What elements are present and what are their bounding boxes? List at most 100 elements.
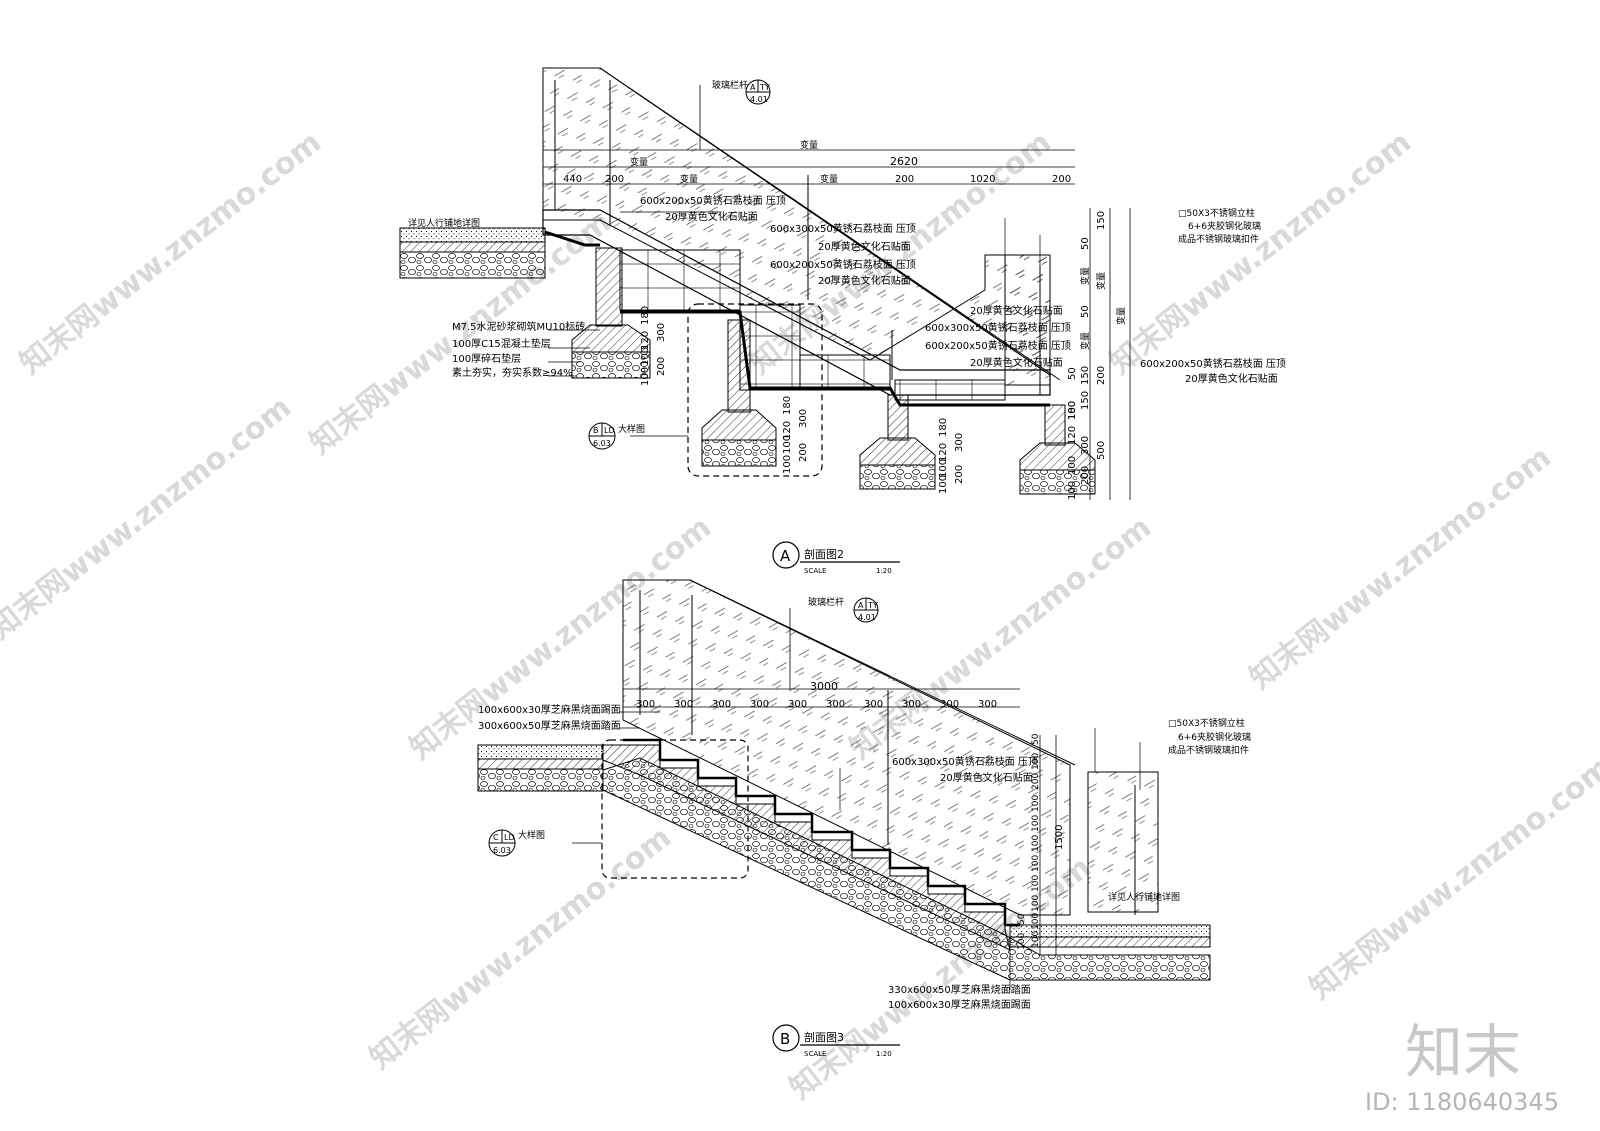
section-b-vertical-dim: 100: [1031, 913, 1041, 930]
section-b-right-callout: 成品不锈钢玻璃扣件: [1168, 744, 1249, 756]
section-a-scale-label: SCALE: [804, 567, 826, 575]
section-a-right-dim: 300: [1080, 436, 1091, 455]
section-b-labels: 玻璃栏杆 A TY 4.01 3000 300 300 300 300 300 …: [478, 596, 1251, 1058]
section-b-step-dim: 300: [750, 699, 769, 710]
section-a-right-label: 变量: [1115, 307, 1127, 325]
section-b-step-dim: 300: [636, 699, 655, 710]
section-a-callout: 20厚黄色文化石贴面: [665, 210, 758, 223]
section-a-right-dim: 150: [1096, 211, 1107, 230]
section-b-vertical-dim: 100: [1031, 753, 1041, 770]
section-a-row-dim: 440: [563, 174, 582, 185]
section-a-footing-dim: 100: [640, 367, 651, 386]
section-b-step-dim: 300: [902, 699, 921, 710]
section-a-right-dim: 180: [1067, 401, 1078, 420]
section-a-callout: 20厚黄色文化石贴面: [818, 240, 911, 253]
section-a-callout: 600x200x50黄锈石荔枝面 压顶: [640, 194, 786, 207]
section-b-vertical-dim: 100: [1031, 895, 1041, 912]
section-b-bottom-callout: 100x600x30厚芝麻黑烧面踢面: [888, 998, 1031, 1011]
section-b-right-glass: [1087, 771, 1159, 913]
section-b-concrete-body: [602, 744, 1011, 951]
section-a-footing-dim: 100: [640, 347, 651, 366]
section-a-callout-left: M7.5水泥砂浆砌筑MU10标砖: [452, 320, 585, 333]
watermark-text: 知末网www.znzmo.com: [13, 125, 328, 382]
section-a-overall-dim: 2620: [890, 155, 918, 168]
section-a-row-dim: 200: [605, 174, 624, 185]
section-b-title: 剖面图3: [804, 1030, 844, 1044]
section-a-title: 剖面图2: [804, 547, 844, 561]
section-b-railing-ref-ty: TY: [867, 601, 878, 610]
section-a-right-dim: 50: [1067, 367, 1078, 380]
section-a-callout-right: 成品不锈钢玻璃扣件: [1178, 233, 1259, 245]
section-a-variable-top: 变量: [800, 139, 818, 151]
section-b-step-dim: 300: [864, 699, 883, 710]
section-b-right-callout: □50X3不锈钢立柱: [1168, 717, 1245, 729]
section-a-right-label: 变量: [1095, 272, 1107, 290]
section-a-footing-dim: 300: [798, 409, 809, 428]
section-a-right-dim: 200: [1096, 366, 1107, 385]
section-a-footing-dim: 200: [656, 357, 667, 376]
brand-logo: 知末: [1405, 1018, 1521, 1086]
section-a-footing-dim: 180: [640, 306, 651, 325]
section-b-vertical-dim: 100: [1031, 931, 1041, 948]
section-a-labels: 玻璃栏杆 A TY 4.01 变量 2620 变量 440 200 变量 变量 …: [408, 79, 1286, 575]
section-a-footing-dim: 200: [798, 443, 809, 462]
section-b-scale-label: SCALE: [804, 1050, 826, 1058]
section-a-callout: 600x200x50黄锈石荔枝面 压顶: [770, 258, 916, 271]
section-a-callout: 20厚黄色文化石贴面: [818, 274, 911, 287]
section-a-footing-dim: 300: [954, 433, 965, 452]
section-a-variable-2: 变量: [630, 156, 648, 168]
watermark-text: 知末网www.znzmo.com: [1103, 125, 1418, 382]
section-a-drawing: [399, 67, 1131, 500]
section-a-footing-dim: 120: [782, 421, 793, 440]
section-b-detail-box: [601, 739, 749, 879]
section-b-steps: [623, 738, 1020, 927]
section-b-bottom-callout: 330x600x50厚芝麻黑烧面踏面: [888, 983, 1031, 996]
section-a-callout-right-low: 600x200x50黄锈石荔枝面 压顶: [1140, 357, 1286, 370]
section-a-callout-lower: 600x300x50黄锈石荔枝面 压顶: [925, 321, 1071, 334]
section-b-step-dim: 300: [712, 699, 731, 710]
section-b-center-callout: 600x300x50黄锈石荔枝面 压顶: [892, 755, 1038, 768]
section-a-railing-label: 玻璃栏杆: [712, 79, 748, 91]
section-a-footing-dim: 100: [938, 475, 949, 494]
section-a-callout-right-low: 20厚黄色文化石贴面: [1185, 372, 1278, 385]
section-a-row-dim: 200: [895, 174, 914, 185]
section-b-drawing: [477, 579, 1211, 990]
section-a-footing-dim: 200: [954, 465, 965, 484]
section-a-brick-wall: [595, 247, 623, 327]
section-a-footing-dim: 180: [782, 396, 793, 415]
watermark-text: 知末网www.znzmo.com: [0, 390, 298, 647]
section-b-step-dim: 300: [940, 699, 959, 710]
section-a-right-glass: [1004, 254, 1051, 386]
section-b-railing-ref-num: 4.01: [858, 613, 876, 622]
section-a-marker: A: [780, 547, 791, 565]
section-a-row-dim: 200: [1052, 174, 1071, 185]
section-b-railing-ref-a: A: [858, 601, 864, 610]
section-a-detail-label: 大样图: [618, 423, 645, 435]
section-a-right-dim: 50: [1080, 305, 1091, 318]
section-a-right-dim: 变量: [1079, 267, 1091, 285]
section-b-right-callout: 6+6夹胶钢化玻璃: [1178, 731, 1251, 743]
section-a-callout-lower: 600x200x50黄锈石荔枝面 压顶: [925, 339, 1071, 352]
section-b-center-callout: 20厚黄色文化石贴面: [940, 771, 1033, 784]
section-b-vertical-dim: 100: [1031, 855, 1041, 872]
section-a-right-dim: 120: [1067, 426, 1078, 445]
section-b-step-dim: 300: [826, 699, 845, 710]
section-a-callout-lower: 20厚黄色文化石贴面: [970, 304, 1063, 317]
section-a-right-dim: 500: [1096, 441, 1107, 460]
section-b-railing-label: 玻璃栏杆: [808, 596, 844, 608]
section-a-footing-dim: 120: [640, 331, 651, 350]
section-a-right-dim: 100: [1067, 401, 1078, 420]
section-a-footing-dim: 100: [938, 459, 949, 478]
section-b-vertical-dim: 100: [1031, 795, 1041, 812]
section-a-right-dim: 150: [1080, 366, 1091, 385]
section-b-vertical-dim: 50: [1031, 733, 1041, 745]
watermark-text: 知末网www.znzmo.com: [1243, 440, 1558, 697]
section-a-detail-box: [687, 303, 823, 477]
section-b-left-paving: [477, 744, 604, 760]
section-a-left-note: 详见人行铺地详图: [408, 217, 480, 229]
section-b-overall-dim: 3000: [810, 680, 838, 693]
section-b-detail-ref-ld: LD: [504, 833, 515, 842]
section-a-right-dim: 50: [1080, 237, 1091, 250]
section-a-footing-dim: 300: [656, 323, 667, 342]
section-a-railing-ref-a: A: [750, 83, 756, 92]
